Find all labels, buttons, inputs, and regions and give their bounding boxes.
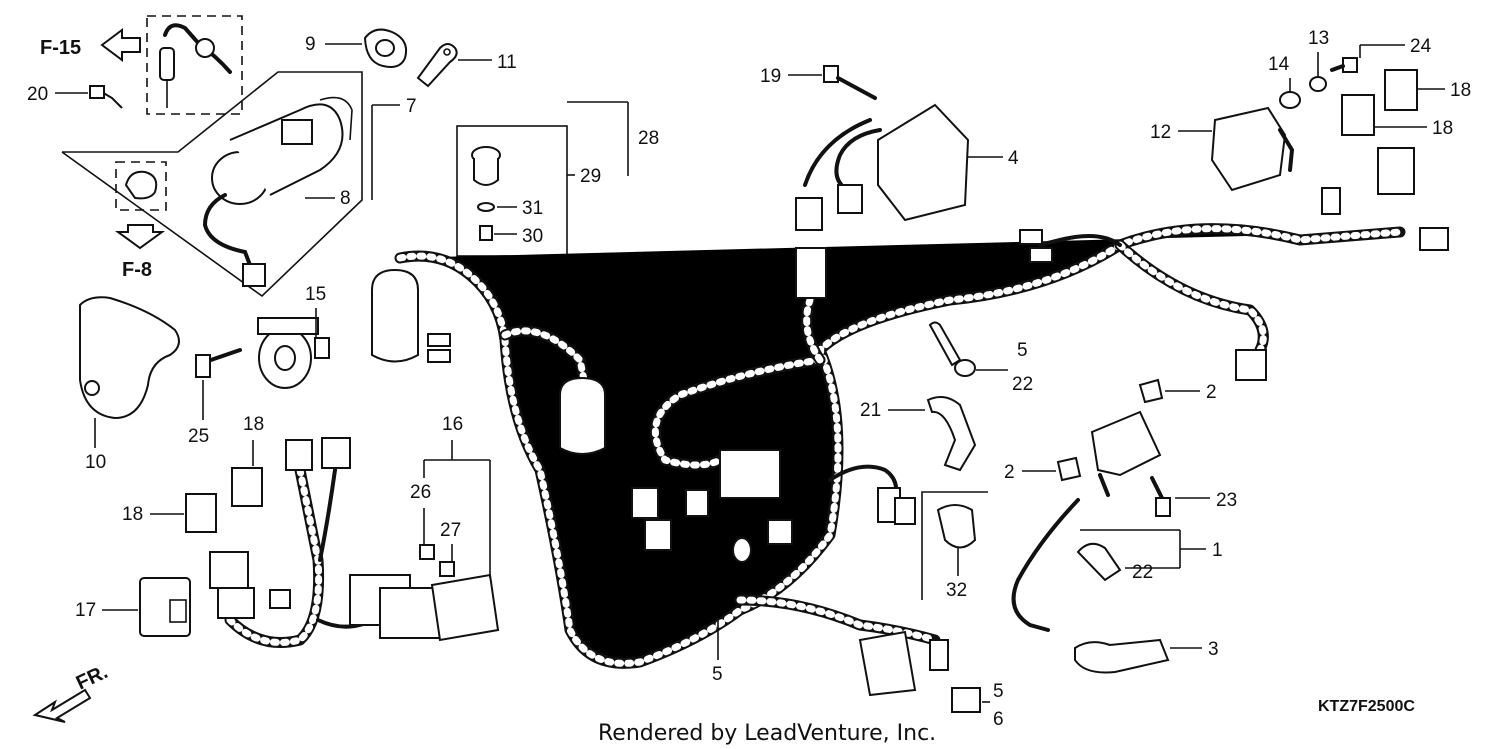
callout-8: 8 <box>340 188 351 209</box>
callout-15: 15 <box>305 284 326 305</box>
fr-label: FR. <box>73 661 111 695</box>
nut-2-b <box>1056 456 1082 482</box>
callout-1: 1 <box>1212 540 1223 561</box>
callout-7: 7 <box>406 96 417 117</box>
bolt-23 <box>1150 476 1171 517</box>
callout-20: 20 <box>27 84 48 105</box>
sensor-part <box>159 23 232 108</box>
relay-18-right-b <box>1341 94 1375 136</box>
sensor-dashed-box <box>146 15 243 115</box>
callout-32: 32 <box>946 580 967 601</box>
bracket-32-frame <box>921 491 988 600</box>
relay-18-left-b <box>185 493 217 533</box>
callout-23: 23 <box>1216 490 1237 511</box>
footer-credit: Rendered by LeadVenture, Inc. <box>598 721 936 746</box>
callout-30: 30 <box>522 226 543 247</box>
callout-4: 4 <box>1008 148 1019 169</box>
callout-29: 29 <box>580 166 601 187</box>
callout-2-a: 2 <box>1206 382 1217 403</box>
bolt-19 <box>823 65 877 100</box>
main-harness <box>394 223 1406 669</box>
callout-13: 13 <box>1308 28 1329 49</box>
callout-2-b: 2 <box>1004 462 1015 483</box>
callout-27: 27 <box>440 520 461 541</box>
clip-22-a <box>928 321 976 377</box>
clamp-21 <box>926 395 977 472</box>
callout-21: 21 <box>860 400 881 421</box>
ref-f15-label[interactable]: F-15 <box>40 37 81 59</box>
pad-10 <box>79 296 180 420</box>
bulb-part <box>124 170 158 200</box>
callout-25: 25 <box>188 426 209 447</box>
callout-22-a: 22 <box>1012 374 1033 395</box>
ref-fr: FR. <box>32 661 111 723</box>
ignition-switch-8 <box>202 96 353 287</box>
callout-9: 9 <box>305 34 316 55</box>
callout-18-a: 18 <box>243 414 264 435</box>
turn-relay-12 <box>1210 106 1295 192</box>
callout-26: 26 <box>410 482 431 503</box>
plug-29 <box>471 146 501 186</box>
callout-24: 24 <box>1410 36 1432 57</box>
ignition-group-frame <box>61 71 363 298</box>
relay-18-right-a <box>1384 69 1418 111</box>
front-arrow-icon <box>32 688 92 723</box>
regulator-4 <box>795 103 970 231</box>
callout-22-b: 22 <box>1132 562 1153 583</box>
ref-f8-label[interactable]: F-8 <box>122 259 152 281</box>
callout-5-b: 5 <box>712 664 723 685</box>
ref-f15[interactable]: F-15 <box>40 28 141 62</box>
callout-12: 12 <box>1150 122 1171 143</box>
clip-22-b <box>1076 542 1122 582</box>
bolt-25 <box>195 348 242 378</box>
boot-left-top <box>371 268 419 363</box>
sub-harness <box>209 437 441 648</box>
bolt-20 <box>89 85 123 109</box>
callout-17: 17 <box>75 600 96 621</box>
diagram-code: KTZ7F2500C <box>1318 698 1415 715</box>
boot-left-bottom <box>559 376 606 455</box>
callout-3: 3 <box>1208 639 1219 660</box>
callout-14: 14 <box>1268 54 1290 75</box>
callout-28: 28 <box>638 128 659 149</box>
screw-24 <box>1330 57 1358 73</box>
f8-dashed-box <box>115 161 167 211</box>
connectors-main <box>427 147 1449 563</box>
callout-11: 11 <box>497 52 517 73</box>
callout-18-d: 18 <box>1432 118 1453 139</box>
nut-2-a <box>1138 378 1164 404</box>
callout-18-b: 18 <box>122 504 143 525</box>
ignition-coil-1 <box>1011 410 1162 632</box>
arrow-down-icon <box>114 224 166 250</box>
plug-cap-3 <box>1074 638 1170 674</box>
boot-5-lower <box>858 630 949 697</box>
callout-19: 19 <box>760 66 781 87</box>
horn-15 <box>257 317 330 389</box>
washer-31 <box>477 202 495 212</box>
callout-18-c: 18 <box>1450 80 1471 101</box>
cap-6 <box>951 687 981 713</box>
callout-31: 31 <box>522 198 543 219</box>
callout-6: 6 <box>993 709 1004 730</box>
box-29 <box>456 125 568 257</box>
collar-14 <box>1279 91 1301 109</box>
relay-17 <box>139 577 191 637</box>
arrow-left-icon <box>100 28 141 62</box>
fuse-box-16 <box>419 544 500 642</box>
ref-f8[interactable]: F-8 <box>114 224 166 281</box>
callout-16: 16 <box>442 414 463 435</box>
screw-30 <box>479 225 493 241</box>
callout-5-a: 5 <box>1017 340 1028 361</box>
grommet-13 <box>1309 76 1327 92</box>
callout-10: 10 <box>85 452 106 473</box>
key-11 <box>416 43 458 88</box>
relay-18-left-a <box>231 467 263 507</box>
grommet-9 <box>363 28 408 68</box>
clip-32 <box>936 504 977 549</box>
callout-5-c: 5 <box>993 681 1004 702</box>
